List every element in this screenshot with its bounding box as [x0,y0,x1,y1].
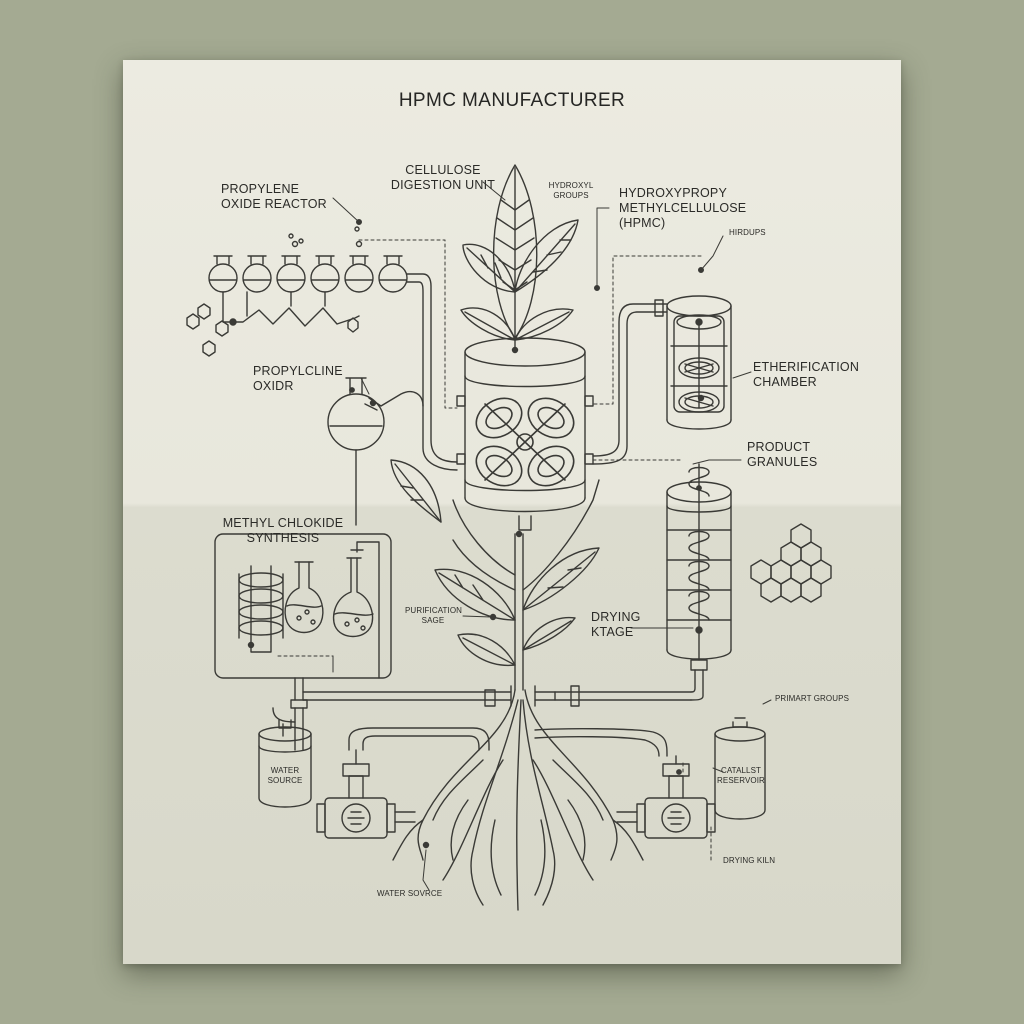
label-catalyst-reservoir: CATALLST RESERVOIR [717,766,765,785]
label-hirdups: HIRDUPS [729,228,766,237]
label-cellulose-digestion-unit: CELLULOSE DIGESTION UNIT [390,163,496,192]
drying-stage-column [666,463,732,701]
catalyst-reservoir [714,717,766,820]
process-diagram [186,164,832,911]
product-granules-hexes [750,523,832,603]
bottom-manifold [484,685,692,757]
label-drying-kiln: DRYING KILN [723,856,776,865]
plant-leaves [390,164,579,523]
page-title: HPMC MANUFACTURER [398,90,626,111]
leader-lines [277,181,772,891]
label-etherification-chamber: ETHERIFICATION CHAMBER [753,360,860,389]
water-source-tank [258,719,312,808]
plant-roots [392,689,644,911]
left-pipes [272,677,512,751]
label-propylene-oxide-reactor: PROPYLENE OXIDE REACTOR [221,182,327,211]
cellulose-digestion-unit [456,337,594,538]
right-pump [616,755,716,839]
label-methyl-chloride-synthesis: METHYL CHLOKIDE SYNTHESIS [222,516,344,545]
label-primart-groups: PRIMART GROUPS [775,694,850,703]
label-propylcline-oxidr: PROPYLCLINE OXIDR [253,364,343,393]
etherification-chamber [592,295,732,465]
propylcline-flask [327,377,424,526]
left-pump [316,727,490,839]
propylene-oxide-reactor [186,226,458,471]
methyl-chloride-synthesis [214,533,392,679]
label-purification-stage: PURIFICATION SAGE [405,606,463,625]
label-product-granules: PRODUCT GRANULES [747,440,818,469]
diagram-poster: HPMC MANUFACTURER CELLULOSE DIGESTION UN… [123,60,901,964]
label-water-source-bottom: WATER SOVRCE [377,889,443,898]
label-drying-stage: DRYING KTAGE [591,610,641,639]
label-hydroxyl-groups: HYDROXYL GROUPS [548,181,594,200]
plant-stem [434,479,600,691]
label-hpmc: HYDROXYPROPY METHYLCELLULOSE (HPMC) [619,186,747,230]
label-water-source-tank: WATER SOURCE [267,766,303,785]
